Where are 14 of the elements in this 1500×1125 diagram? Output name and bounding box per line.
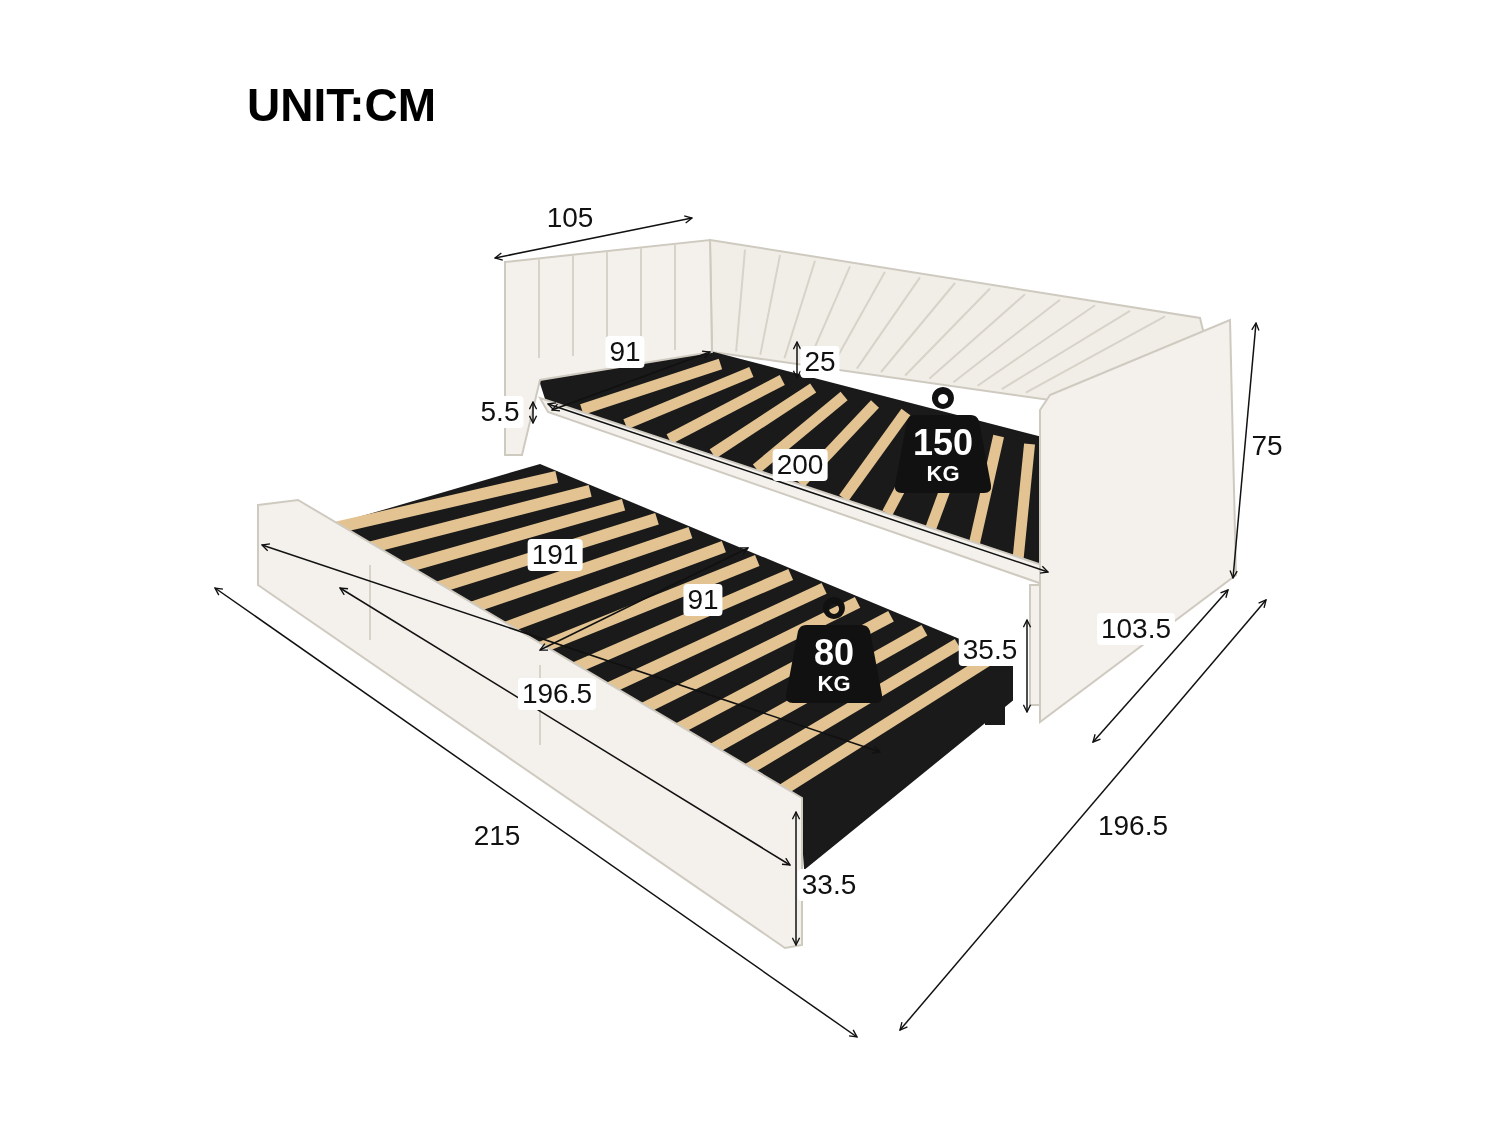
dimension-label: 91 xyxy=(605,336,645,368)
weight-symbol xyxy=(893,385,993,495)
dimension-label: 103.5 xyxy=(1096,613,1176,645)
dimension-label: 200 xyxy=(772,449,828,481)
unit-heading: UNIT:CM xyxy=(247,82,437,128)
weight-unit: KG xyxy=(816,673,852,695)
dimension-label: 25 xyxy=(800,346,840,378)
dimension-label: 91 xyxy=(683,584,723,616)
weight-value: 150 xyxy=(911,425,975,461)
weight-symbol xyxy=(784,595,884,705)
dimension-label: 196.5 xyxy=(517,678,597,710)
weight-value: 80 xyxy=(812,635,855,671)
dimension-label: 191 xyxy=(527,539,583,571)
weight-unit: KG xyxy=(925,463,961,485)
